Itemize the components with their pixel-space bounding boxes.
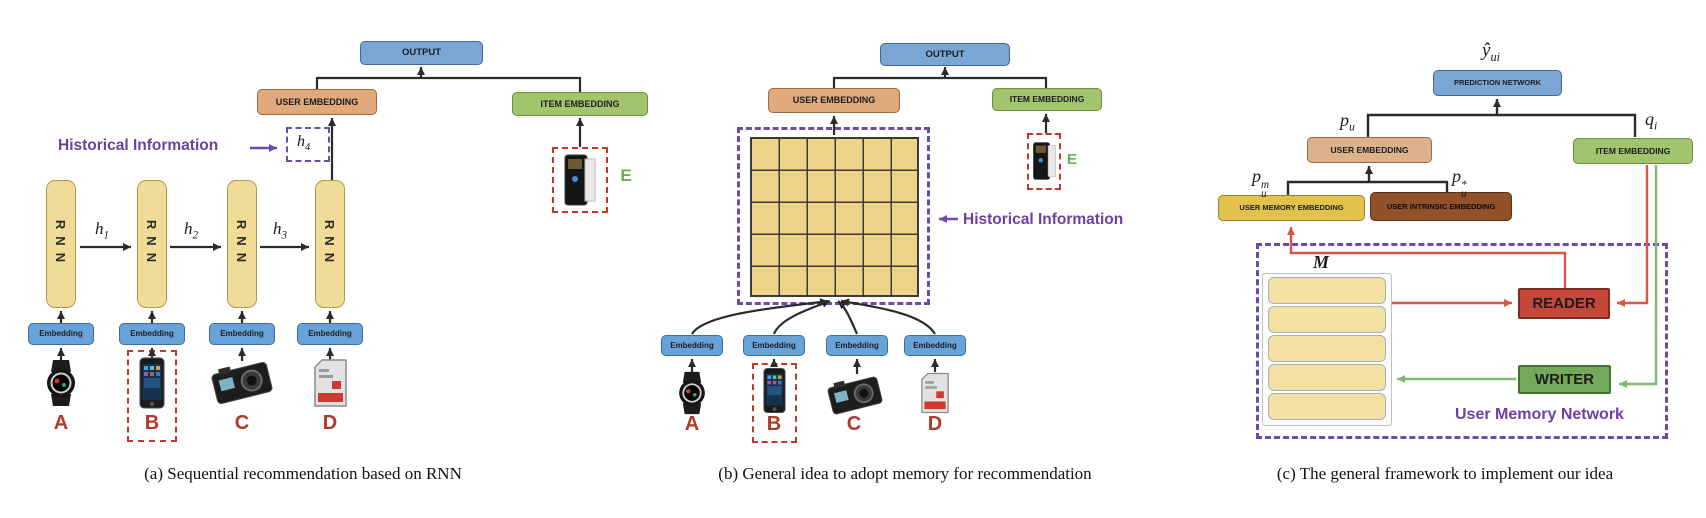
b-item-embedding-box: ITEM EMBEDDING bbox=[992, 88, 1102, 111]
a-rnn-box-3: RNN bbox=[227, 180, 257, 308]
a-caption: (a) Sequential recommendation based on R… bbox=[144, 464, 462, 483]
a-item-embedding-box: ITEM EMBEDDING bbox=[512, 92, 648, 116]
c-pustar-label: p*u bbox=[1452, 166, 1467, 200]
c-writer-box: WRITER bbox=[1518, 365, 1611, 394]
c-user-memory-network-label: User Memory Network bbox=[1455, 406, 1624, 423]
a-candidate-letter-E: E bbox=[620, 166, 632, 185]
a-user-embedding-box: USER EMBEDDING bbox=[257, 89, 377, 115]
c-memory-slot-1 bbox=[1268, 277, 1386, 304]
c-reader-box: READER bbox=[1518, 288, 1610, 319]
c-memory-slot-5 bbox=[1268, 393, 1386, 420]
b-user-embedding-box: USER EMBEDDING bbox=[768, 88, 900, 113]
a-embedding-box-4: Embedding bbox=[297, 323, 363, 345]
b-embedding-box-4: Embedding bbox=[904, 335, 966, 356]
a-rnn-box-1: RNN bbox=[46, 180, 76, 308]
a-watch-image bbox=[41, 358, 81, 413]
a-h2-label: h2 bbox=[184, 219, 199, 242]
a-rnn-box-2: RNN bbox=[137, 180, 167, 308]
c-pu-label: pu bbox=[1340, 110, 1355, 134]
c-prediction-network-box: PREDICTION NETWORK bbox=[1433, 70, 1562, 96]
a-embedding-box-3: Embedding bbox=[209, 323, 275, 345]
c-memory-matrix-m-label: M bbox=[1313, 252, 1330, 272]
a-phone-image bbox=[139, 357, 165, 414]
b-historical-information-label: Historical Information bbox=[963, 211, 1124, 228]
c-item-embedding-box: ITEM EMBEDDING bbox=[1573, 138, 1693, 164]
b-item-letter-A: A bbox=[684, 413, 700, 435]
b-output-box: OUTPUT bbox=[880, 43, 1010, 66]
a-rnn-box-4: RNN bbox=[315, 180, 345, 308]
c-qi-label: qi bbox=[1645, 109, 1658, 133]
b-item-letter-B: B bbox=[766, 413, 782, 435]
a-rnn-label-2: RNN bbox=[144, 219, 160, 269]
c-user-intrinsic-embedding-box: USER INTRINSIC EMBEDDING bbox=[1370, 192, 1512, 221]
c-yhat-label: ŷui bbox=[1482, 40, 1501, 64]
b-item-letter-C: C bbox=[846, 413, 862, 435]
b-memory-grid bbox=[750, 137, 919, 297]
b-sdcard-image bbox=[921, 372, 949, 419]
a-rnn-label-3: RNN bbox=[234, 219, 250, 269]
a-item-letter-B: B bbox=[144, 412, 160, 434]
c-memory-slot-3 bbox=[1268, 335, 1386, 362]
b-device-e-image bbox=[1032, 137, 1057, 190]
a-item-letter-D: D bbox=[322, 412, 338, 434]
c-memory-slot-4 bbox=[1268, 364, 1386, 391]
a-sdcard-image bbox=[314, 359, 347, 412]
c-caption: (c) The general framework to implement o… bbox=[1276, 464, 1614, 483]
a-embedding-box-2: Embedding bbox=[119, 323, 185, 345]
a-h3-label: h3 bbox=[273, 219, 288, 242]
b-embedding-box-2: Embedding bbox=[743, 335, 805, 356]
b-item-e-dashed-box bbox=[1027, 133, 1061, 190]
a-h4-label: h4 bbox=[297, 133, 311, 154]
a-rnn-label-1: RNN bbox=[53, 219, 69, 269]
a-rnn-label-4: RNN bbox=[322, 219, 338, 269]
a-item-letter-A: A bbox=[53, 412, 69, 434]
a-camera-image bbox=[208, 358, 276, 413]
a-item-e-dashed-box bbox=[552, 147, 608, 213]
b-phone-image bbox=[763, 367, 786, 419]
a-h1-label: h1 bbox=[95, 219, 110, 242]
a-historical-information-label: Historical Information bbox=[58, 137, 219, 154]
a-item-letter-C: C bbox=[234, 412, 250, 434]
a-embedding-box-1: Embedding bbox=[28, 323, 94, 345]
a-h4-dashed-box bbox=[286, 127, 330, 162]
b-watch-image bbox=[673, 370, 711, 421]
b-candidate-letter-E: E bbox=[1066, 151, 1077, 168]
b-camera-image bbox=[824, 373, 886, 423]
a-device-e-image bbox=[563, 153, 597, 212]
b-item-letter-D: D bbox=[927, 413, 943, 435]
b-embedding-box-1: Embedding bbox=[661, 335, 723, 356]
b-embedding-box-3: Embedding bbox=[826, 335, 888, 356]
c-memory-slot-2 bbox=[1268, 306, 1386, 333]
b-caption: (b) General idea to adopt memory for rec… bbox=[718, 464, 1092, 483]
c-user-embedding-box: USER EMBEDDING bbox=[1307, 137, 1432, 163]
c-user-memory-embedding-box: USER MEMORY EMBEDDING bbox=[1218, 195, 1365, 221]
a-output-box: OUTPUT bbox=[360, 41, 483, 65]
